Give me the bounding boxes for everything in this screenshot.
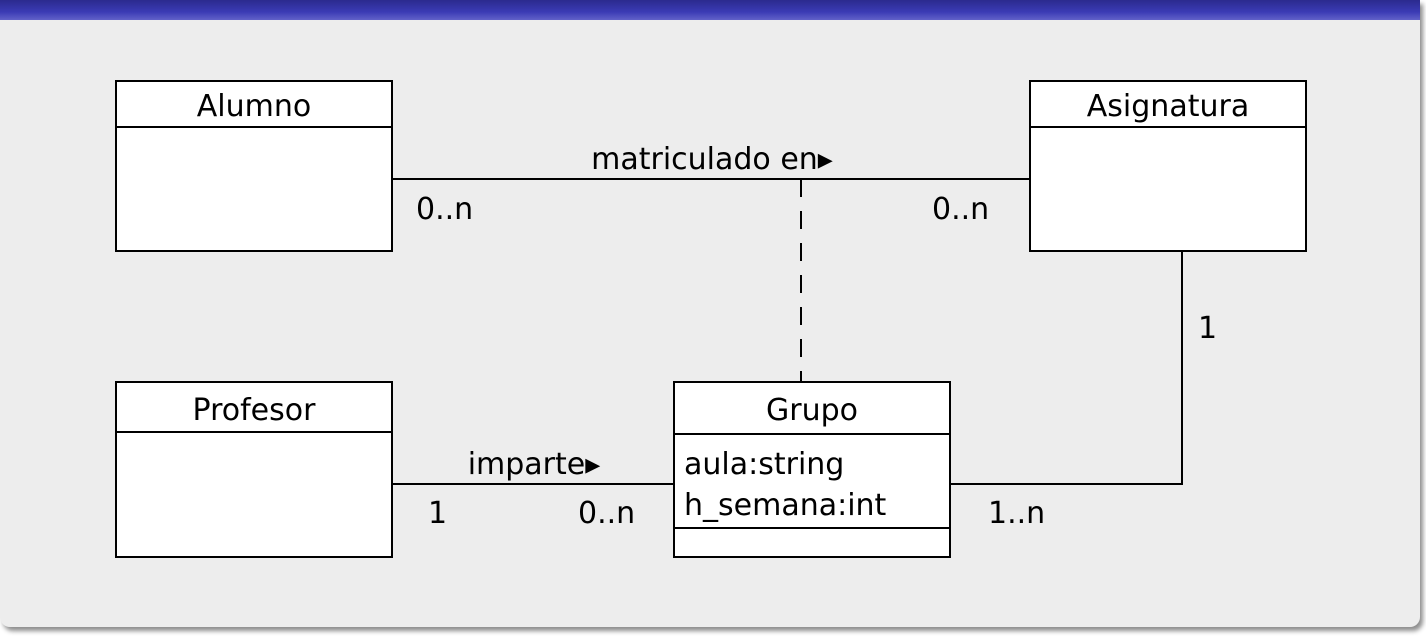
grupo-attribute-aula: aula:string bbox=[684, 447, 844, 482]
multiplicity-asignatura-matriculado: 0..n bbox=[932, 192, 989, 227]
multiplicity-asignatura-grupo: 1 bbox=[1198, 311, 1217, 346]
class-alumno bbox=[115, 80, 393, 252]
multiplicity-grupo-asignatura: 1..n bbox=[988, 496, 1045, 531]
multiplicity-profesor: 1 bbox=[428, 496, 447, 531]
class-name-alumno: Alumno bbox=[197, 89, 311, 124]
multiplicity-alumno: 0..n bbox=[416, 192, 473, 227]
class-grupo bbox=[673, 381, 951, 558]
association-label-imparte: imparte▸ bbox=[468, 447, 601, 482]
class-name-grupo: Grupo bbox=[766, 393, 858, 428]
multiplicity-grupo-imparte: 0..n bbox=[578, 496, 635, 531]
class-name-asignatura: Asignatura bbox=[1087, 89, 1249, 124]
class-profesor bbox=[115, 381, 393, 558]
association-line-grupo-asignatura bbox=[950, 251, 1183, 485]
slide-header-bar bbox=[0, 0, 1420, 20]
class-asignatura bbox=[1029, 80, 1307, 252]
grupo-attribute-h-semana: h_semana:int bbox=[684, 488, 887, 523]
association-label-matriculado: matriculado en▸ bbox=[591, 142, 833, 177]
class-name-profesor: Profesor bbox=[193, 393, 317, 428]
